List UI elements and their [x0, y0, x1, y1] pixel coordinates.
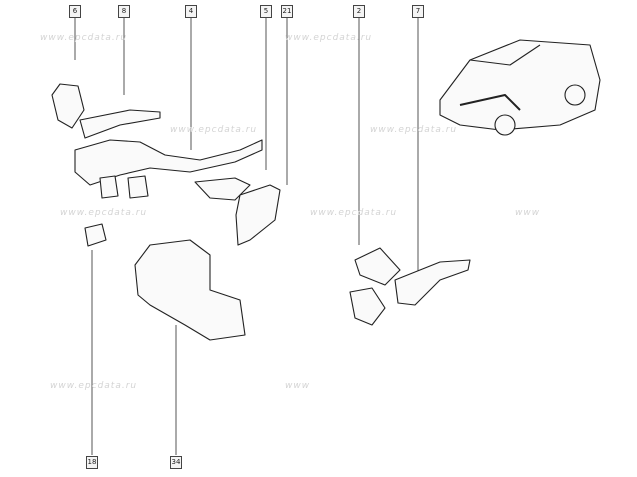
watermark: www [515, 208, 541, 218]
callout-5: 5 [260, 5, 272, 18]
watermark: www [285, 381, 311, 391]
callout-18: 18 [86, 456, 98, 469]
part-2b [349, 287, 386, 326]
watermark: www.epcdata.ru [50, 381, 138, 391]
watermark: www.epcdata.ru [285, 33, 373, 43]
part-5 [194, 177, 251, 201]
callout-7: 7 [412, 5, 424, 18]
part-7 [394, 259, 471, 306]
part-18 [84, 223, 107, 247]
callout-4: 4 [185, 5, 197, 18]
watermark: www.epcdata.ru [370, 125, 458, 135]
callout-34: 34 [170, 456, 182, 469]
part-21 [235, 184, 281, 246]
callout-8: 8 [118, 5, 130, 18]
part-8 [79, 109, 161, 139]
part-2 [354, 247, 401, 286]
part-bracket-a [99, 175, 119, 199]
callout-21: 21 [281, 5, 293, 18]
part-34 [134, 239, 246, 341]
car-illustration [439, 39, 601, 131]
watermark: www.epcdata.ru [60, 208, 148, 218]
watermark: www.epcdata.ru [310, 208, 398, 218]
part-6 [51, 83, 85, 129]
watermark: www.epcdata.ru [170, 125, 258, 135]
callout-2: 2 [353, 5, 365, 18]
watermark: www.epcdata.ru [40, 33, 128, 43]
part-bracket-b [127, 175, 149, 199]
callout-6: 6 [69, 5, 81, 18]
